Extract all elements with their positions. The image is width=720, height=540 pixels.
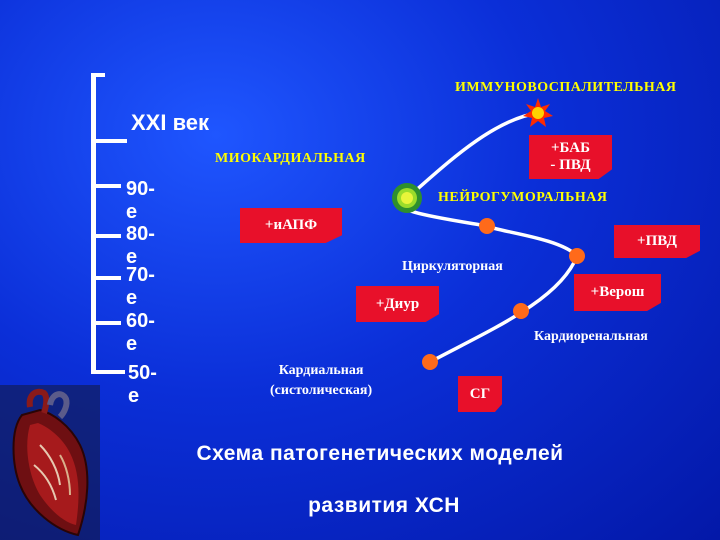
timeline-tick xyxy=(91,184,121,188)
heart-illustration xyxy=(0,385,100,540)
drug-box-sg: СГ xyxy=(458,376,502,412)
century-label: XXI век xyxy=(131,110,210,135)
drug-bab-line1: +БАБ xyxy=(550,140,591,156)
caption-line2: развития ХСН xyxy=(308,494,460,517)
model-label-immuno: ИММУНОВОСПАЛИТЕЛЬНАЯ xyxy=(455,80,677,95)
timeline-tick xyxy=(91,370,125,374)
neurohumoral-node-icon xyxy=(392,183,422,213)
model-label-cardial: Кардиальная (систолическая) xyxy=(270,361,372,401)
timeline-tick xyxy=(91,234,121,238)
caption-line1: Схема патогенетических моделей xyxy=(196,442,564,465)
era-label: 80-е xyxy=(126,223,155,268)
model-node xyxy=(569,248,585,264)
model-node xyxy=(513,303,529,319)
immuno-node-icon xyxy=(523,98,553,127)
drug-box-pvd: +ПВД xyxy=(614,225,700,258)
timeline-tick xyxy=(91,276,121,280)
model-node xyxy=(422,354,438,370)
model-label-neurohumoral: НЕЙРОГУМОРАЛЬНАЯ xyxy=(438,190,608,205)
era-label: 90-е xyxy=(126,178,155,223)
timeline-bar xyxy=(91,73,96,373)
model-label-cardiorenal: Кардиоренальная xyxy=(534,329,648,344)
era-label: 50-е xyxy=(128,362,157,407)
drug-box-iapf: +иАПФ xyxy=(240,208,342,243)
model-label-myocardial: МИОКАРДИАЛЬНАЯ xyxy=(215,151,366,166)
drug-bab-line2: - ПВД xyxy=(550,157,591,173)
drug-box-verosh: +Верош xyxy=(574,274,661,311)
timeline-tick xyxy=(91,139,127,143)
model-node xyxy=(479,218,495,234)
cardial-line2: (систолическая) xyxy=(270,383,373,398)
model-label-circulatory: Циркуляторная xyxy=(402,259,503,274)
cardial-line1: Кардиальная xyxy=(278,363,364,378)
drug-box-bab: +БАБ - ПВД xyxy=(529,135,612,179)
era-label: 70-е xyxy=(126,264,155,309)
era-label: 60-е xyxy=(126,310,155,355)
timeline-tick xyxy=(91,73,105,77)
drug-box-diur: +Диур xyxy=(356,286,439,322)
timeline-tick xyxy=(91,321,121,325)
